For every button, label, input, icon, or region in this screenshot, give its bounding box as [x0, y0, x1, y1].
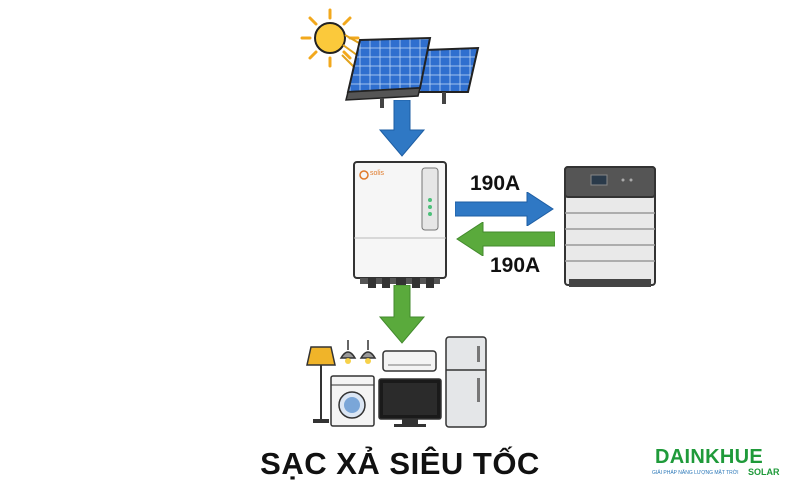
logo-tagline: GIẢI PHÁP NĂNG LƯỢNG MẶT TRỜI: [652, 470, 739, 476]
floor-lamp-icon: [306, 346, 336, 423]
tv-icon: [378, 378, 442, 427]
charge-arrow: [455, 192, 554, 226]
solar-panel-icon: [345, 36, 480, 108]
inverter-icon: [353, 161, 447, 288]
inverter-brand: solis: [370, 170, 385, 177]
solar-to-inverter-arrow: [378, 100, 426, 157]
sun-icon: [300, 8, 360, 68]
ceiling-light-icon: [339, 340, 377, 364]
logo-brand: DAINKHUE: [655, 446, 763, 468]
air-conditioner-icon: [382, 350, 437, 372]
discharge-current-label: 190A: [490, 254, 541, 277]
fridge-icon: [445, 336, 487, 428]
page-title: SẠC XẢ SIÊU TỐC: [260, 446, 540, 481]
charge-current-label: 190A: [470, 172, 521, 195]
battery-icon: [564, 166, 656, 287]
discharge-arrow: [456, 222, 555, 256]
washing-machine-icon: [330, 375, 375, 427]
logo-suffix: SOLAR: [748, 467, 780, 477]
inverter-to-load-arrow: [378, 285, 426, 344]
